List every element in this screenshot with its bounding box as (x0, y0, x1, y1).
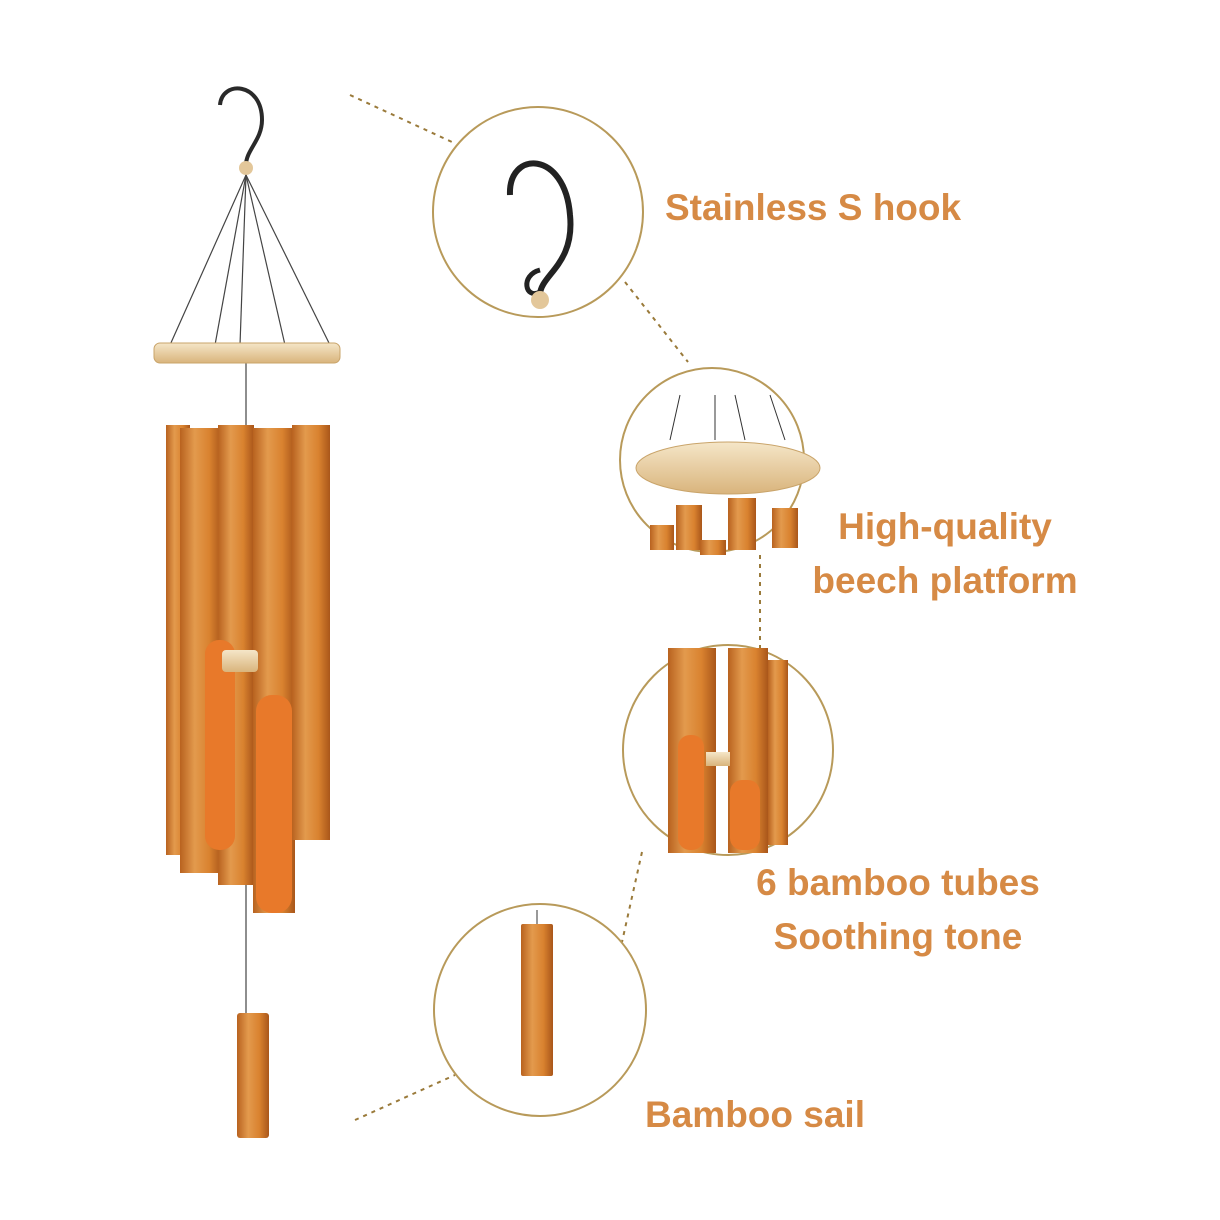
tubes-detail (668, 648, 788, 853)
wood-platform (153, 342, 341, 364)
callout-line: 6 bamboo tubes (756, 862, 1040, 903)
platform-detail (635, 394, 821, 555)
sail-detail (521, 910, 553, 1076)
callout-line: beech platform (812, 560, 1078, 601)
detail-circles (432, 106, 834, 1117)
bamboo-sail (237, 1013, 269, 1138)
s-hook-icon (218, 86, 265, 175)
bamboo-tubes (166, 425, 330, 913)
callout-line: High-quality (838, 506, 1052, 547)
callout-bamboo-sail: Bamboo sail (645, 1088, 865, 1142)
callout-bamboo-tubes: 6 bamboo tubes Soothing tone (748, 856, 1048, 964)
callout-line: Soothing tone (773, 916, 1023, 957)
dotted-connectors (349, 94, 761, 1121)
hook-detail (506, 160, 574, 309)
callout-line: Bamboo sail (645, 1094, 865, 1135)
callout-stainless-s-hook: Stainless S hook (665, 181, 961, 235)
callout-beech-platform: High-quality beech platform (800, 500, 1090, 608)
callout-line: Stainless S hook (665, 187, 962, 228)
